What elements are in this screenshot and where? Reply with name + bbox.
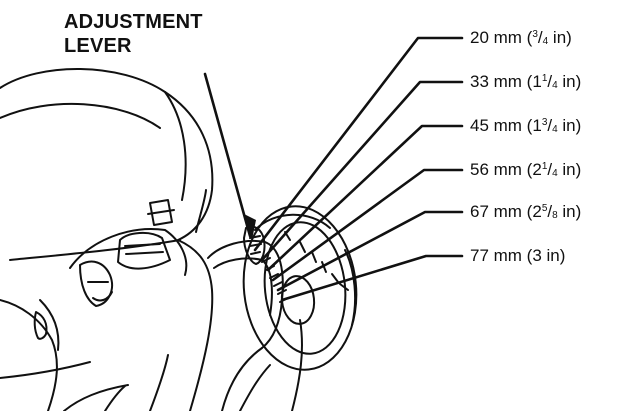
rear-wheel xyxy=(242,205,358,371)
height-leader-4 xyxy=(271,168,464,282)
height-label-3: 45 mm (13/4 in) xyxy=(470,116,582,135)
height-leader-1 xyxy=(253,36,464,252)
adjustment-lever-label: ADJUSTMENT LEVER xyxy=(64,10,203,58)
height-label-2: 33 mm (11/4 in) xyxy=(470,72,582,91)
height-label-6: 77 mm (3 in) xyxy=(470,246,566,265)
height-leader-2 xyxy=(260,80,464,262)
engine-cover xyxy=(0,68,214,241)
adjustment-lever-label-line1: ADJUSTMENT xyxy=(64,11,203,33)
adjustment-lever xyxy=(243,225,266,265)
height-leader-5 xyxy=(276,210,464,292)
height-leader-6 xyxy=(280,254,464,302)
height-label-4: 56 mm (21/4 in) xyxy=(470,160,582,179)
height-label-5: 67 mm (25/8 in) xyxy=(470,202,582,221)
height-leader-3 xyxy=(266,124,464,272)
mower-deck xyxy=(0,299,58,411)
height-label-1: 20 mm (3/4 in) xyxy=(470,28,572,47)
adjustment-lever-label-line2: LEVER xyxy=(64,35,132,57)
adjustment-lever-arrowhead xyxy=(244,214,256,240)
engine-block xyxy=(69,228,188,276)
adjustment-lever-leader xyxy=(203,72,252,238)
